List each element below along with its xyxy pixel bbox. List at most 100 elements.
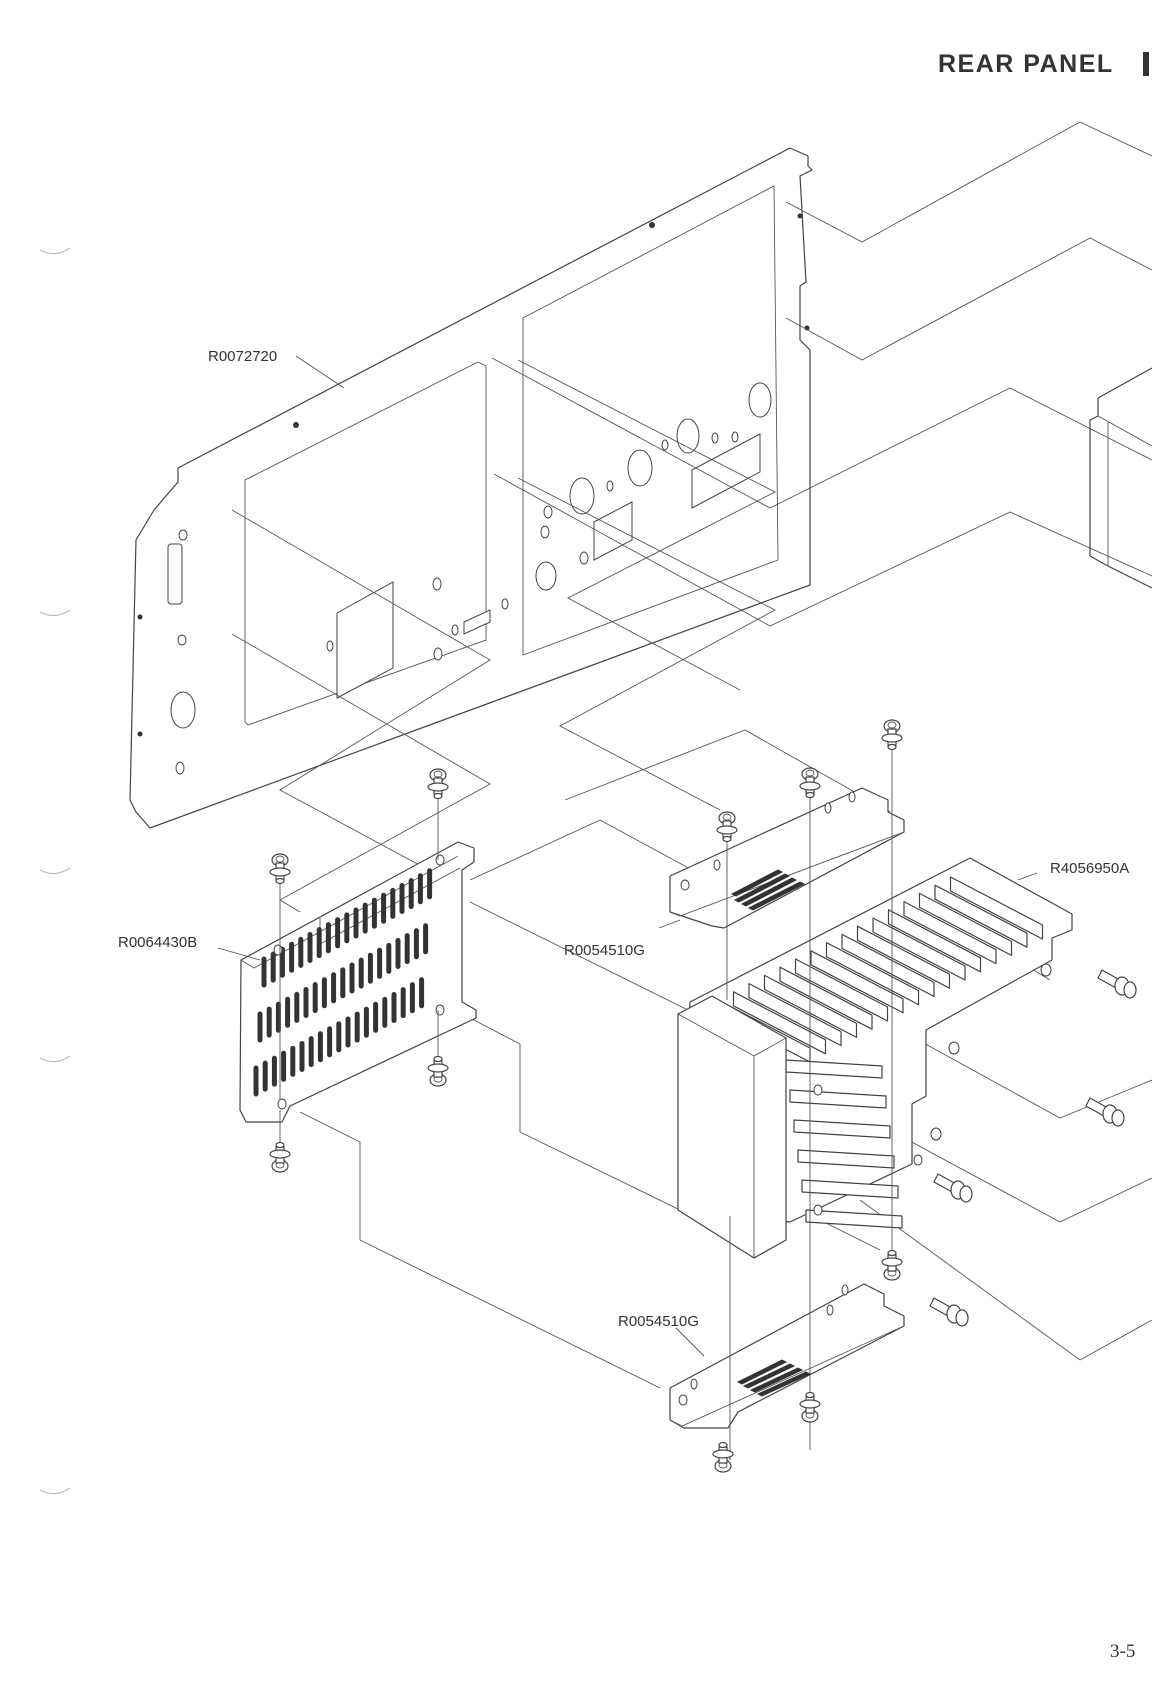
vent-slot: [349, 962, 355, 994]
vent-slot: [354, 1011, 360, 1043]
fin: [763, 974, 858, 1038]
fin: [794, 958, 889, 1022]
rear-panel-part: [129, 147, 813, 829]
vent-slot: [400, 987, 406, 1019]
vent-slot: [266, 1006, 272, 1038]
vent-slot: [262, 1060, 268, 1092]
fin-lower: [793, 1119, 891, 1139]
vent-slot: [307, 932, 313, 963]
vent-slot: [253, 1065, 259, 1097]
title-cut-mark: [1143, 52, 1149, 76]
label-leaders: [217, 355, 1038, 1357]
screw: [929, 1297, 969, 1327]
vent-slot: [419, 977, 425, 1009]
label-bracket-upper: R0054510G: [564, 942, 645, 959]
vent-slot: [316, 927, 322, 959]
label-heat-sink: R4056950A: [1050, 860, 1129, 877]
vent-slot: [371, 897, 377, 929]
vent-slot: [299, 1041, 305, 1072]
fin: [856, 925, 951, 989]
fin: [779, 966, 873, 1030]
label-side-vent-plate: R0064430B: [118, 934, 197, 951]
screw: [712, 1441, 734, 1473]
vent-slot: [327, 1026, 333, 1058]
vent-slot: [340, 967, 346, 999]
vent-slot: [298, 936, 304, 968]
vent-slot: [336, 1021, 342, 1053]
vent-slot: [409, 982, 415, 1014]
heat-sink-fins: [717, 876, 1044, 1229]
vent-slot: [257, 1011, 263, 1043]
vent-slot: [290, 1045, 296, 1077]
vent-slot: [312, 982, 318, 1014]
vent-slot: [358, 957, 364, 989]
screw: [427, 1055, 449, 1087]
vent-slot: [381, 892, 387, 924]
page-number: 3-5: [1110, 1641, 1135, 1662]
vent-slot: [391, 992, 397, 1023]
screw: [799, 767, 821, 799]
vent-slot: [363, 1006, 369, 1038]
vent-slot: [271, 1055, 277, 1087]
vent-slot: [335, 917, 341, 949]
vent-slot: [377, 947, 383, 979]
vent-slot: [270, 951, 276, 983]
side-vent-plate-part: [239, 841, 477, 1123]
vent-slot: [423, 923, 429, 955]
vent-slot: [413, 928, 419, 960]
screw: [269, 1141, 291, 1173]
vent-slot: [362, 902, 368, 934]
binder-marks: [39, 247, 71, 1495]
vent-slot: [417, 873, 423, 905]
vent-slot: [317, 1031, 323, 1063]
fastener-axes: [279, 742, 893, 1460]
screw: [881, 719, 903, 751]
label-bracket-lower: R0054510G: [618, 1313, 699, 1330]
vent-slot: [367, 952, 373, 984]
screw: [716, 811, 738, 843]
label-rear-panel: R0072720: [208, 348, 277, 365]
vent-slots: [253, 868, 433, 1097]
fin: [903, 901, 997, 965]
vent-slot: [289, 941, 295, 973]
vent-slot: [331, 972, 337, 1004]
vent-slot: [261, 956, 267, 988]
vent-slot: [303, 987, 309, 1018]
heat-sink-part: [677, 857, 1073, 1259]
fin: [825, 942, 920, 1006]
fin: [918, 892, 1013, 956]
screw: [269, 853, 291, 885]
fin: [841, 933, 935, 997]
vent-slot: [404, 933, 410, 965]
vent-slot: [281, 1050, 287, 1082]
fin: [732, 991, 827, 1055]
vent-slot: [408, 878, 414, 910]
vent-slot: [345, 1016, 351, 1048]
vent-slot: [325, 922, 331, 954]
screws: [269, 719, 1137, 1473]
vent-slot: [399, 883, 405, 914]
screw: [933, 1173, 973, 1203]
vent-slot: [308, 1036, 314, 1068]
fin: [934, 884, 1028, 948]
bracket-lower-part: [669, 1283, 905, 1429]
vent-slot: [382, 996, 388, 1028]
vent-slot: [395, 938, 401, 969]
housing-partial: [1089, 367, 1152, 589]
bracket-upper-part: [669, 787, 905, 929]
fin: [887, 909, 982, 973]
fin-lower: [801, 1179, 899, 1199]
vent-slot: [321, 977, 327, 1009]
assembly-guide-lines: [231, 121, 1152, 1389]
screw: [1097, 969, 1137, 999]
vent-slot: [427, 868, 433, 900]
vent-slot: [344, 912, 350, 944]
screw: [427, 768, 449, 800]
fin: [872, 917, 966, 981]
vent-slot: [386, 942, 392, 974]
fin: [949, 876, 1044, 940]
vent-slot: [390, 887, 396, 919]
fin-lower: [789, 1089, 887, 1109]
fin: [810, 950, 904, 1014]
